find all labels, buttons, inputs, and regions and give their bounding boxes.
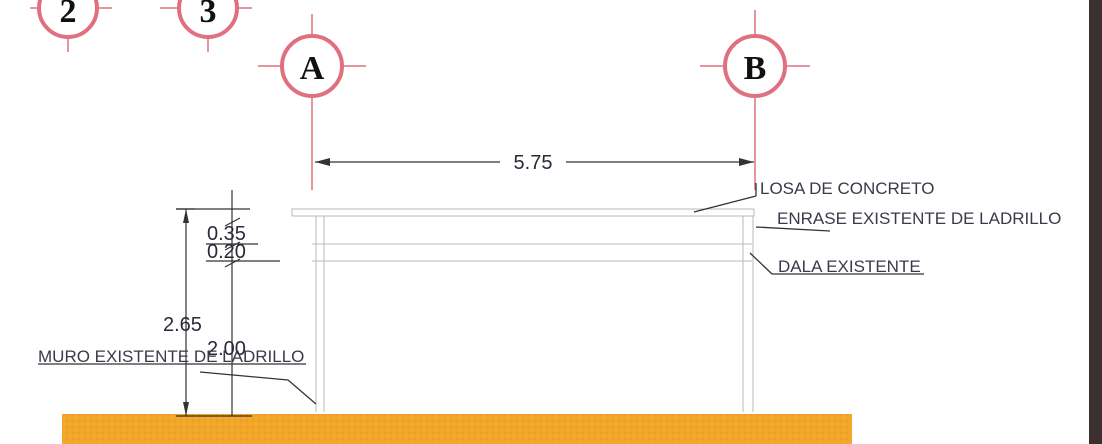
grid-bubble-b: B: [700, 10, 810, 190]
dimension-slab-label: 0.35: [207, 223, 246, 245]
structure-elevation: [291, 208, 755, 412]
sheet-border: [1089, 0, 1102, 444]
callout-beam: DALA EXISTENTE: [749, 252, 924, 276]
callout-wall: MURO EXISTENTE DE LADRILLO: [38, 347, 317, 405]
concrete-slab: [291, 208, 755, 217]
ground-fill: [62, 414, 852, 444]
callout-wall-label: MURO EXISTENTE DE LADRILLO: [38, 347, 304, 366]
grid-bubble-3: 3: [160, 0, 252, 52]
grid-label-b: B: [744, 50, 767, 87]
grid-bubble-a: A: [258, 14, 366, 190]
grid-label-2: 2: [60, 0, 77, 30]
callout-beam-label: DALA EXISTENTE: [778, 257, 921, 276]
dimension-span: 5.75: [315, 152, 754, 174]
vertical-dimensions: 0.35 0.20 2.65 2.00: [163, 190, 280, 417]
callout-brick-course: ENRASE EXISTENTE DE LADRILLO: [755, 209, 1061, 232]
grid-bubble-2: 2: [30, 0, 112, 52]
dimension-span-label: 5.75: [514, 152, 553, 174]
dimension-wall-label: 2.00: [207, 338, 246, 360]
callout-slab: LOSA DE CONCRETO: [693, 179, 934, 213]
dimension-beam-label: 0.20: [207, 241, 246, 263]
dimension-total-label: 2.65: [163, 314, 202, 336]
callout-brick-course-label: ENRASE EXISTENTE DE LADRILLO: [777, 209, 1061, 228]
grid-label-a: A: [300, 50, 325, 87]
grid-label-3: 3: [200, 0, 217, 30]
callout-slab-label: LOSA DE CONCRETO: [760, 179, 934, 198]
